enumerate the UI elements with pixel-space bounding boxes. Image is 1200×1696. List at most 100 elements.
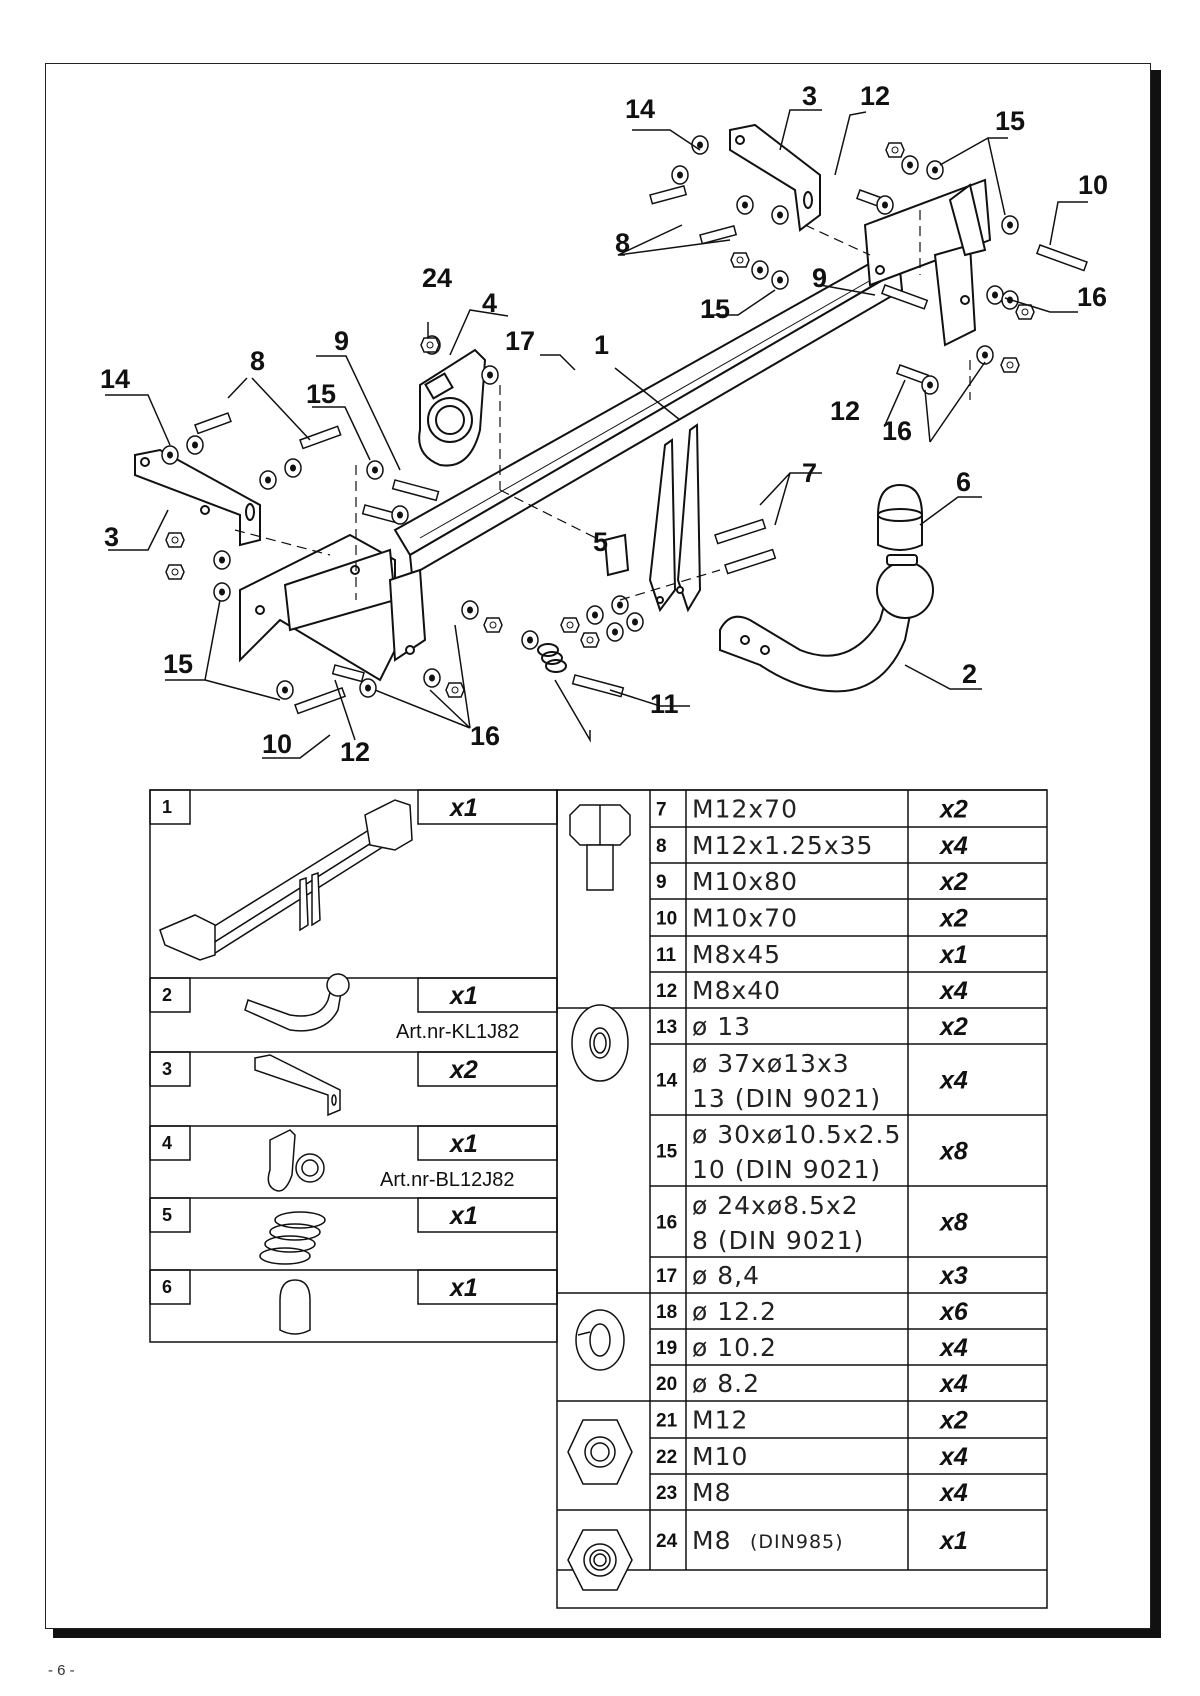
hardware-item-number: 15 xyxy=(656,1142,678,1163)
parts-table-left xyxy=(149,789,558,1343)
hardware-spec: M10x70 xyxy=(692,904,798,933)
part-number-5: 5 xyxy=(162,1205,172,1225)
bracket-3-upper xyxy=(729,123,821,232)
socket-plate-4 xyxy=(418,348,487,467)
page-shadow-bottom xyxy=(53,1629,1161,1638)
hardware-spec: M8x45 xyxy=(692,940,781,969)
hardware-category-icons xyxy=(567,804,633,1591)
hardware-item-number: 14 xyxy=(656,1071,678,1092)
callout-5: 5 xyxy=(593,527,608,557)
callout-labels: 14 3 8 15 9 15 10 12 16 24 4 17 1 5 11 1… xyxy=(100,81,1108,767)
hardware-qty: x4 xyxy=(938,1479,968,1507)
part-qty-5: x1 xyxy=(448,1202,478,1230)
callout-1: 1 xyxy=(594,330,609,360)
part-number-6: 6 xyxy=(162,1277,172,1297)
hardware-spec: M12x1.25x35 xyxy=(692,831,873,860)
spring-washer-icon xyxy=(575,1309,625,1371)
callout-15-left-top: 15 xyxy=(306,379,336,409)
hardware-qty: x1 xyxy=(938,941,968,969)
left-part-labels: 1 x1 2 x1 Art.nr-KL1J82 3 x2 4 x1 Art.nr… xyxy=(162,794,519,1302)
callout-6: 6 xyxy=(956,467,971,497)
hardware-item-number: 12 xyxy=(656,981,677,1002)
callout-16-left: 16 xyxy=(470,721,500,751)
hardware-item-number: 9 xyxy=(656,872,667,893)
thumb-cap xyxy=(279,1279,311,1335)
hardware-item-number: 21 xyxy=(656,1411,678,1432)
callout-24: 24 xyxy=(422,263,452,293)
hardware-spec: M8x40 xyxy=(692,976,781,1005)
part-number-1: 1 xyxy=(162,797,172,817)
hardware-spec: M12 xyxy=(692,1406,748,1435)
hardware-item-number: 23 xyxy=(656,1483,677,1504)
lock-nut-icon xyxy=(567,1529,633,1591)
page-shadow-right xyxy=(1151,70,1161,1636)
callout-17: 17 xyxy=(505,326,535,356)
hardware-spec: ø 8,4 xyxy=(692,1261,760,1290)
callout-3-left: 3 xyxy=(104,522,119,552)
hardware-qty: x1 xyxy=(938,1527,968,1555)
bolts xyxy=(194,185,1088,715)
hardware-spec: M10x80 xyxy=(692,867,798,896)
part-number-2: 2 xyxy=(162,985,172,1005)
bolt-icon xyxy=(569,804,631,891)
hardware-spec-secondary: (DIN985) xyxy=(750,1531,844,1553)
part-qty-1: x1 xyxy=(448,794,478,822)
hardware-item-number: 11 xyxy=(656,945,677,966)
hardware-item-number: 24 xyxy=(656,1531,678,1552)
left-table-thumbnails xyxy=(159,799,413,1335)
callout-10-right: 10 xyxy=(1078,170,1108,200)
hardware-qty: x2 xyxy=(938,1407,968,1435)
hardware-item-number: 8 xyxy=(656,836,667,857)
thumb-crossbar xyxy=(159,799,413,961)
hardware-qty: x8 xyxy=(938,1209,968,1237)
thumb-plate xyxy=(267,1129,325,1192)
callout-3-right: 3 xyxy=(802,81,817,111)
callout-15-right-top: 15 xyxy=(995,106,1025,136)
callout-12-right-top: 12 xyxy=(860,81,890,111)
leader-lines xyxy=(105,109,1088,759)
towball-neck-2 xyxy=(719,554,934,693)
callout-11: 11 xyxy=(650,689,679,719)
callout-12-left: 12 xyxy=(340,737,370,767)
hardware-item-number: 20 xyxy=(656,1374,677,1395)
hardware-qty: x2 xyxy=(938,868,968,896)
hardware-qty: x4 xyxy=(938,1443,968,1471)
callout-8-left: 8 xyxy=(250,346,265,376)
hardware-item-number: 19 xyxy=(656,1338,677,1359)
hardware-spec: ø 37xø13x3 xyxy=(692,1049,850,1078)
alignment-lines xyxy=(234,210,971,601)
callout-9-right: 9 xyxy=(812,263,827,293)
ball-cap-6 xyxy=(877,483,923,551)
hardware-qty: x2 xyxy=(938,905,968,933)
callout-16-right-top: 16 xyxy=(1077,282,1107,312)
part-qty-6: x1 xyxy=(448,1274,478,1302)
hardware-item-number: 22 xyxy=(656,1447,677,1468)
hardware-qty: x4 xyxy=(938,1334,968,1362)
hardware-qty: x8 xyxy=(938,1138,968,1166)
hardware-spec: ø 8.2 xyxy=(692,1369,760,1398)
hardware-item-number: 18 xyxy=(656,1302,677,1323)
callout-8-right: 8 xyxy=(615,228,630,258)
hardware-spec: ø 24xø8.5x2 xyxy=(692,1191,859,1220)
center-mount-plates xyxy=(603,423,702,613)
thumb-bracket xyxy=(254,1054,341,1117)
hardware-item-number: 17 xyxy=(656,1266,677,1287)
callout-10-left: 10 xyxy=(262,729,292,759)
hardware-spec: M10 xyxy=(692,1442,748,1471)
hardware-qty: x6 xyxy=(938,1298,969,1326)
hardware-spec-secondary: 13 (DIN 9021) xyxy=(692,1084,881,1113)
hardware-qty: x4 xyxy=(938,977,968,1005)
part-art-4: Art.nr-BL12J82 xyxy=(380,1169,515,1191)
hardware-spec: M8 xyxy=(692,1478,731,1507)
left-side-bracket xyxy=(239,533,427,682)
callout-4: 4 xyxy=(482,288,497,318)
callout-12-right: 12 xyxy=(830,396,860,426)
hardware-spec-secondary: 10 (DIN 9021) xyxy=(692,1155,881,1184)
spring-5 xyxy=(537,643,567,673)
hardware-spec: M8 xyxy=(692,1526,731,1555)
hardware-qty: x4 xyxy=(938,1370,968,1398)
hardware-qty: x4 xyxy=(938,832,968,860)
callout-2: 2 xyxy=(962,659,977,689)
